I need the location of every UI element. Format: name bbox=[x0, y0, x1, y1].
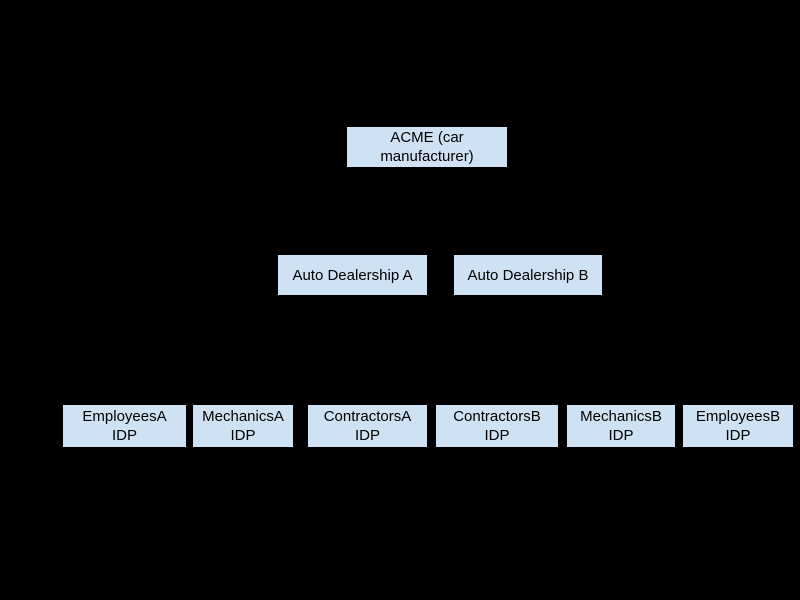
node-employees-a-idp: EmployeesA IDP bbox=[63, 405, 186, 447]
node-label: ContractorsA IDP bbox=[323, 408, 412, 444]
node-label: Auto Dealership A bbox=[292, 266, 413, 284]
node-auto-dealership-a: Auto Dealership A bbox=[278, 255, 427, 295]
node-label: ACME (car manufacturer) bbox=[380, 129, 474, 165]
node-auto-dealership-b: Auto Dealership B bbox=[454, 255, 602, 295]
node-contractors-b-idp: ContractorsB IDP bbox=[436, 405, 558, 447]
node-contractors-a-idp: ContractorsA IDP bbox=[308, 405, 427, 447]
node-acme-car-manufacturer: ACME (car manufacturer) bbox=[347, 127, 507, 167]
node-label: EmployeesA IDP bbox=[82, 408, 167, 444]
node-label: EmployeesB IDP bbox=[695, 408, 781, 444]
node-employees-b-idp: EmployeesB IDP bbox=[683, 405, 793, 447]
node-label: ContractorsB IDP bbox=[453, 408, 541, 444]
node-label: MechanicsB IDP bbox=[580, 408, 662, 444]
node-label: MechanicsA IDP bbox=[202, 408, 284, 444]
node-mechanics-a-idp: MechanicsA IDP bbox=[193, 405, 293, 447]
node-mechanics-b-idp: MechanicsB IDP bbox=[567, 405, 675, 447]
node-label: Auto Dealership B bbox=[467, 266, 589, 284]
